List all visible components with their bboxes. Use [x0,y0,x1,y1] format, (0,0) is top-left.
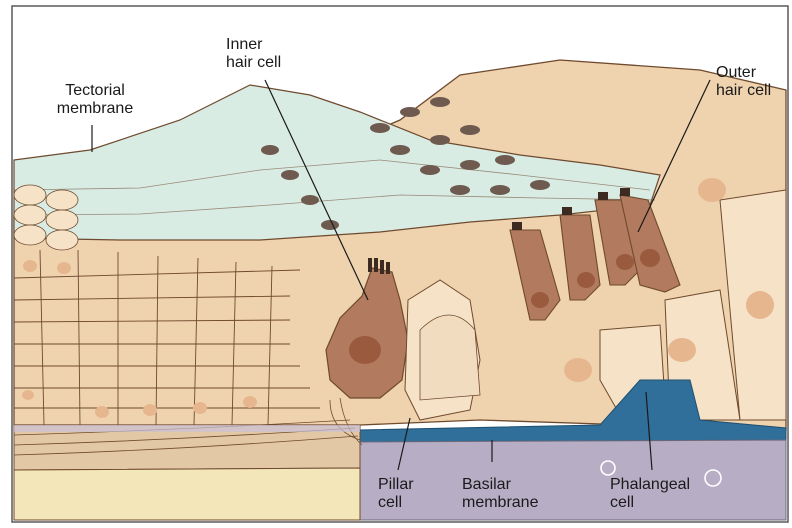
label-phalangeal-cell-line1: Phalangeal [610,476,690,494]
label-basilar-membrane-line2: membrane [462,494,538,512]
label-tectorial-membrane-line1: Tectorial [50,82,140,100]
lavender-band [14,425,360,432]
label-inner-hair-cell-line2: hair cell [226,54,281,72]
label-outer-hair-cell-line2: hair cell [716,82,771,100]
label-outer-hair-cell: Outer hair cell [716,64,771,100]
label-pillar-cell-line2: cell [378,494,414,512]
label-inner-hair-cell: Inner hair cell [226,36,281,72]
label-tectorial-membrane: Tectorial membrane [50,82,140,118]
inner-hair-cell-nucleus [349,336,381,364]
label-basilar-membrane-line1: Basilar [462,476,538,494]
label-phalangeal-cell: Phalangeal cell [610,476,690,512]
label-pillar-cell-line1: Pillar [378,476,414,494]
basilar-membrane-shape [360,440,786,520]
label-basilar-membrane: Basilar membrane [462,476,538,512]
bone-layer [14,468,360,520]
label-pillar-cell: Pillar cell [378,476,414,512]
label-phalangeal-cell-line2: cell [610,494,690,512]
label-tectorial-membrane-line2: membrane [50,100,140,118]
label-outer-hair-cell-line1: Outer [716,64,771,82]
tunnel-of-corti [420,315,480,400]
label-inner-hair-cell-line1: Inner [226,36,281,54]
